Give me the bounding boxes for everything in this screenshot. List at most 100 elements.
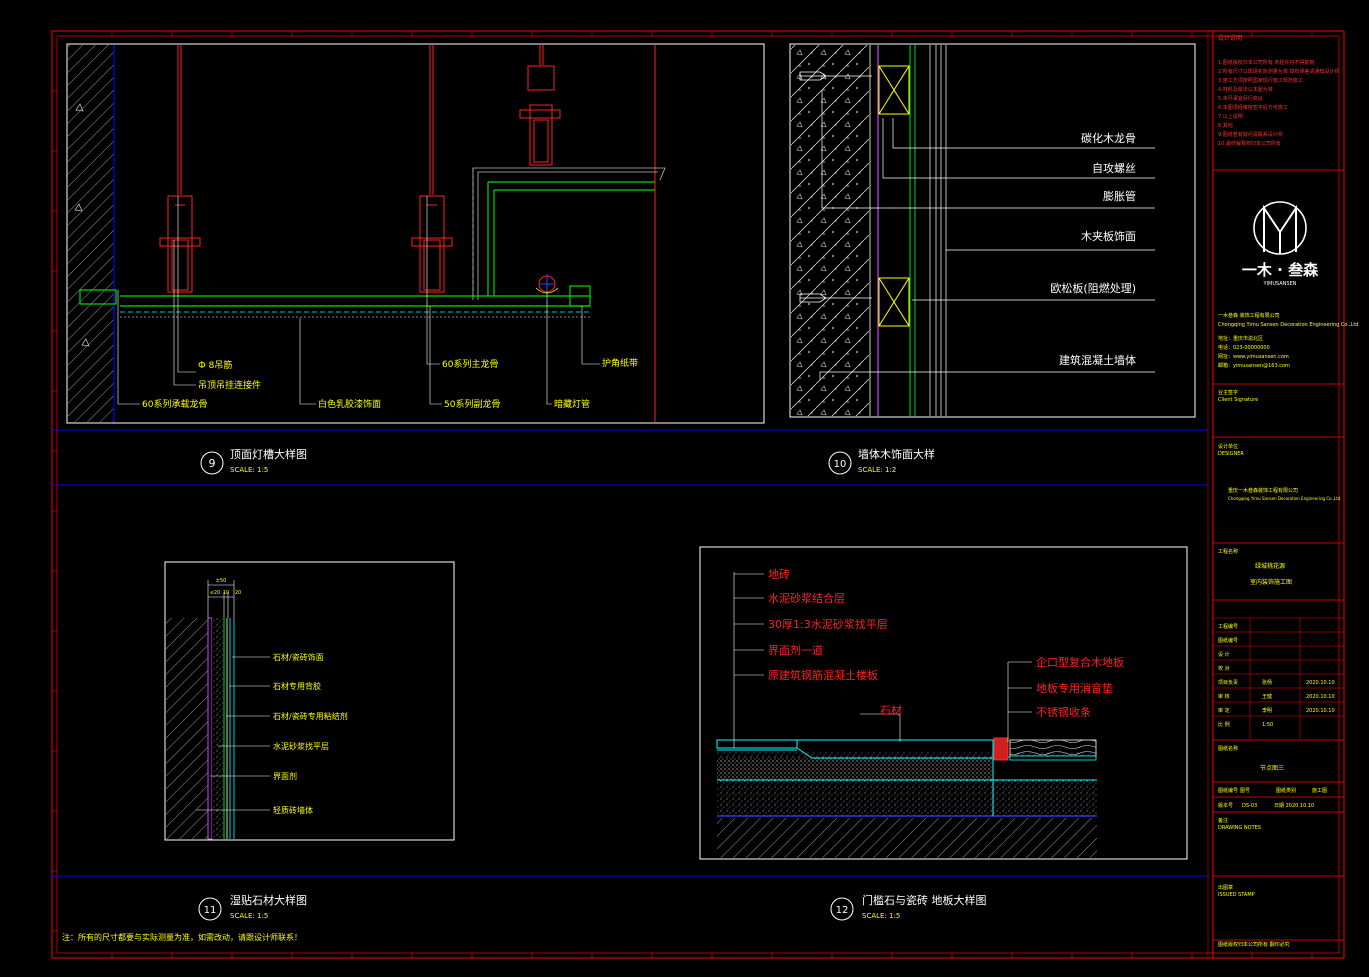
blue-guides — [52, 429, 1208, 877]
d9-label-3: 白色乳胶漆饰面 — [318, 398, 381, 410]
note-line: 1.图纸版权归本公司所有 未经许可不得复制 — [1218, 59, 1314, 66]
notes-heading: 设计说明 — [1218, 34, 1242, 42]
company-info-line: 网址：www.yimusansen.com — [1218, 353, 1289, 360]
note-line: 7.以上说明 — [1218, 113, 1243, 120]
info-row-value: 1:50 — [1262, 722, 1273, 728]
note-line: 6.本图须经审核签字后方可施工 — [1218, 104, 1288, 111]
note-line: 2.所有尺寸以现场实际测量为准 如有误差请通知设计师 — [1218, 68, 1339, 75]
logo-text: 一木 · 叁森 — [1242, 261, 1319, 279]
note-line: 4.材料及做法以本图为准 — [1218, 86, 1273, 93]
stamp-text: ISSUED STAMP — [1218, 892, 1255, 898]
detail-11-wet-stone-cladding: ±50 ≤20 10 20 石材/瓷砖饰面石材专用背胶石材/瓷砖专用粘结剂水泥砂… — [164, 561, 455, 921]
detail-10-title: 墙体木饰面大样 — [858, 447, 935, 461]
detail-9-scale: SCALE: 1:5 — [230, 466, 268, 474]
d12-label-2: 30厚1:3水泥砂浆找平层 — [768, 617, 888, 631]
note-line: 8.其他 — [1218, 122, 1233, 129]
detail-9-number: 9 — [209, 457, 216, 470]
sheet-cell: 日期 2020.10.10 — [1274, 803, 1314, 809]
note-line: 9.图纸若有疑问请联系设计师 — [1218, 131, 1283, 138]
detail-9-ceiling-lighting-trough: Ф 8吊筋吊顶吊挂连接件60系列承载龙骨白色乳胶漆饰面60系列主龙骨50系列副龙… — [66, 43, 765, 475]
sheet-cell: 施工图 — [1312, 787, 1327, 794]
d10-label-2: 膨胀管 — [1103, 189, 1136, 203]
d9-label-5: 50系列副龙骨 — [444, 398, 500, 410]
company-logo: 一木 · 叁森 YIMUSANSEN — [1242, 201, 1319, 287]
info-row-value: 张杨 — [1262, 679, 1272, 686]
detail-11-title: 湿贴石材大样图 — [230, 893, 307, 907]
d12-label-0: 地砖 — [768, 567, 790, 581]
d11-label-1: 石材专用背胶 — [273, 681, 321, 691]
d12-label-1: 水泥砂浆结合层 — [768, 591, 845, 605]
info-row-date: 2020.10.10 — [1306, 680, 1335, 686]
drawing-name-label: 图纸名称 — [1218, 745, 1238, 752]
info-row-date: 2020.10.10 — [1306, 708, 1335, 714]
dim-total: ±50 — [216, 578, 227, 584]
info-row-key: 工程编号 — [1218, 623, 1238, 630]
d12-label-5: 石材 — [880, 703, 902, 717]
company-info-line: 电话：023-00000000 — [1218, 344, 1270, 351]
client-section-label: 业主签字 — [1218, 389, 1238, 396]
detail-12-scale: SCALE: 1:5 — [862, 912, 900, 920]
d11-label-5: 轻质砖墙体 — [273, 805, 313, 815]
d11-label-4: 界面剂 — [273, 771, 297, 781]
note-line: 5.未尽事宜另行商议 — [1218, 95, 1263, 102]
d10-label-3: 木夹板饰面 — [1081, 229, 1136, 243]
detail-9-title: 顶面灯槽大样图 — [230, 447, 307, 461]
footer-text: 图纸版权归本公司所有 翻印必究 — [1218, 941, 1290, 948]
d9-label-2: 60系列承载龙骨 — [142, 398, 207, 410]
detail-10-number: 10 — [834, 459, 847, 470]
info-row-key: 审 核 — [1218, 693, 1230, 700]
d12-label-4: 原建筑钢筋混凝土楼板 — [768, 668, 878, 682]
company-name-en: Chongqing Yimu Sansen Decoration Enginee… — [1218, 322, 1358, 328]
d11-label-0: 石材/瓷砖饰面 — [273, 652, 324, 662]
detail-11-number: 11 — [204, 905, 217, 916]
d9-label-4: 60系列主龙骨 — [442, 358, 498, 370]
d12-label-6: 企口型复合木地板 — [1036, 655, 1124, 669]
company-info-line: 地址：重庆市渝北区 — [1218, 335, 1263, 342]
company-info-line: 邮箱：yimusansen@163.com — [1218, 362, 1290, 369]
client-section-label-en: Client Signature — [1218, 397, 1258, 403]
info-row-value: 王健 — [1262, 693, 1272, 700]
project-label: 工程名称 — [1218, 548, 1238, 555]
design-section-label: 设计单位 — [1218, 443, 1238, 450]
sheet-cell: DS-03 — [1242, 803, 1257, 809]
info-row-key: 比 例 — [1218, 721, 1230, 728]
detail-11-scale: SCALE: 1:5 — [230, 912, 268, 920]
d10-label-1: 自攻螺丝 — [1092, 161, 1136, 175]
d9-label-7: 护角纸带 — [602, 357, 638, 369]
dim-3: 20 — [235, 590, 241, 596]
detail-10-scale: SCALE: 1:2 — [858, 466, 896, 474]
sheet-cell: 版本号 — [1218, 802, 1233, 809]
d12-label-8: 不锈钢收条 — [1036, 705, 1091, 719]
drawing-name: 节点图三 — [1260, 764, 1284, 772]
general-note: 注：所有的尺寸都要与实际测量为准，如需改动，请跟设计师联系！ — [62, 932, 302, 942]
detail-12-number: 12 — [836, 905, 849, 916]
note-line: 3.施工方须按照国家现行施工规范施工 — [1218, 77, 1303, 84]
d12-label-3: 界面剂一道 — [768, 643, 823, 657]
design-company: 重庆一木叁森装饰工程有限公司 — [1228, 487, 1298, 494]
d11-label-3: 水泥砂浆找平层 — [273, 741, 329, 751]
info-row-key: 审 定 — [1218, 707, 1230, 714]
dim-2: 10 — [223, 590, 229, 596]
info-row-date: 2020.10.10 — [1306, 694, 1335, 700]
info-row-key: 设 计 — [1218, 651, 1230, 658]
info-row-key: 项目负责 — [1218, 679, 1238, 686]
design-company-en: Chongqing Yimu Sansen Decoration Enginee… — [1228, 496, 1341, 501]
sheet-cell: 图号 — [1240, 788, 1250, 794]
logo-subtext: YIMUSANSEN — [1262, 281, 1296, 287]
sheet-cell: 图纸编号 — [1218, 787, 1238, 794]
d9-label-6: 暗藏灯管 — [554, 398, 590, 410]
detail-12-title: 门槛石与瓷砖 地板大样图 — [862, 893, 987, 907]
company-name: 一木叁森 装饰工程有限公司 — [1218, 312, 1280, 319]
stamp-label: 出图章 — [1218, 884, 1233, 891]
note-line: 10.最终解释权归本公司所有 — [1218, 140, 1281, 147]
info-row-key: 图纸编号 — [1218, 637, 1238, 644]
info-row-value: 李明 — [1262, 707, 1272, 714]
project-subtitle: 室内装饰施工图 — [1250, 578, 1292, 586]
dim-1: ≤20 — [210, 590, 221, 596]
info-row-key: 校 对 — [1218, 665, 1230, 672]
d9-label-0: Ф 8吊筋 — [198, 359, 232, 371]
